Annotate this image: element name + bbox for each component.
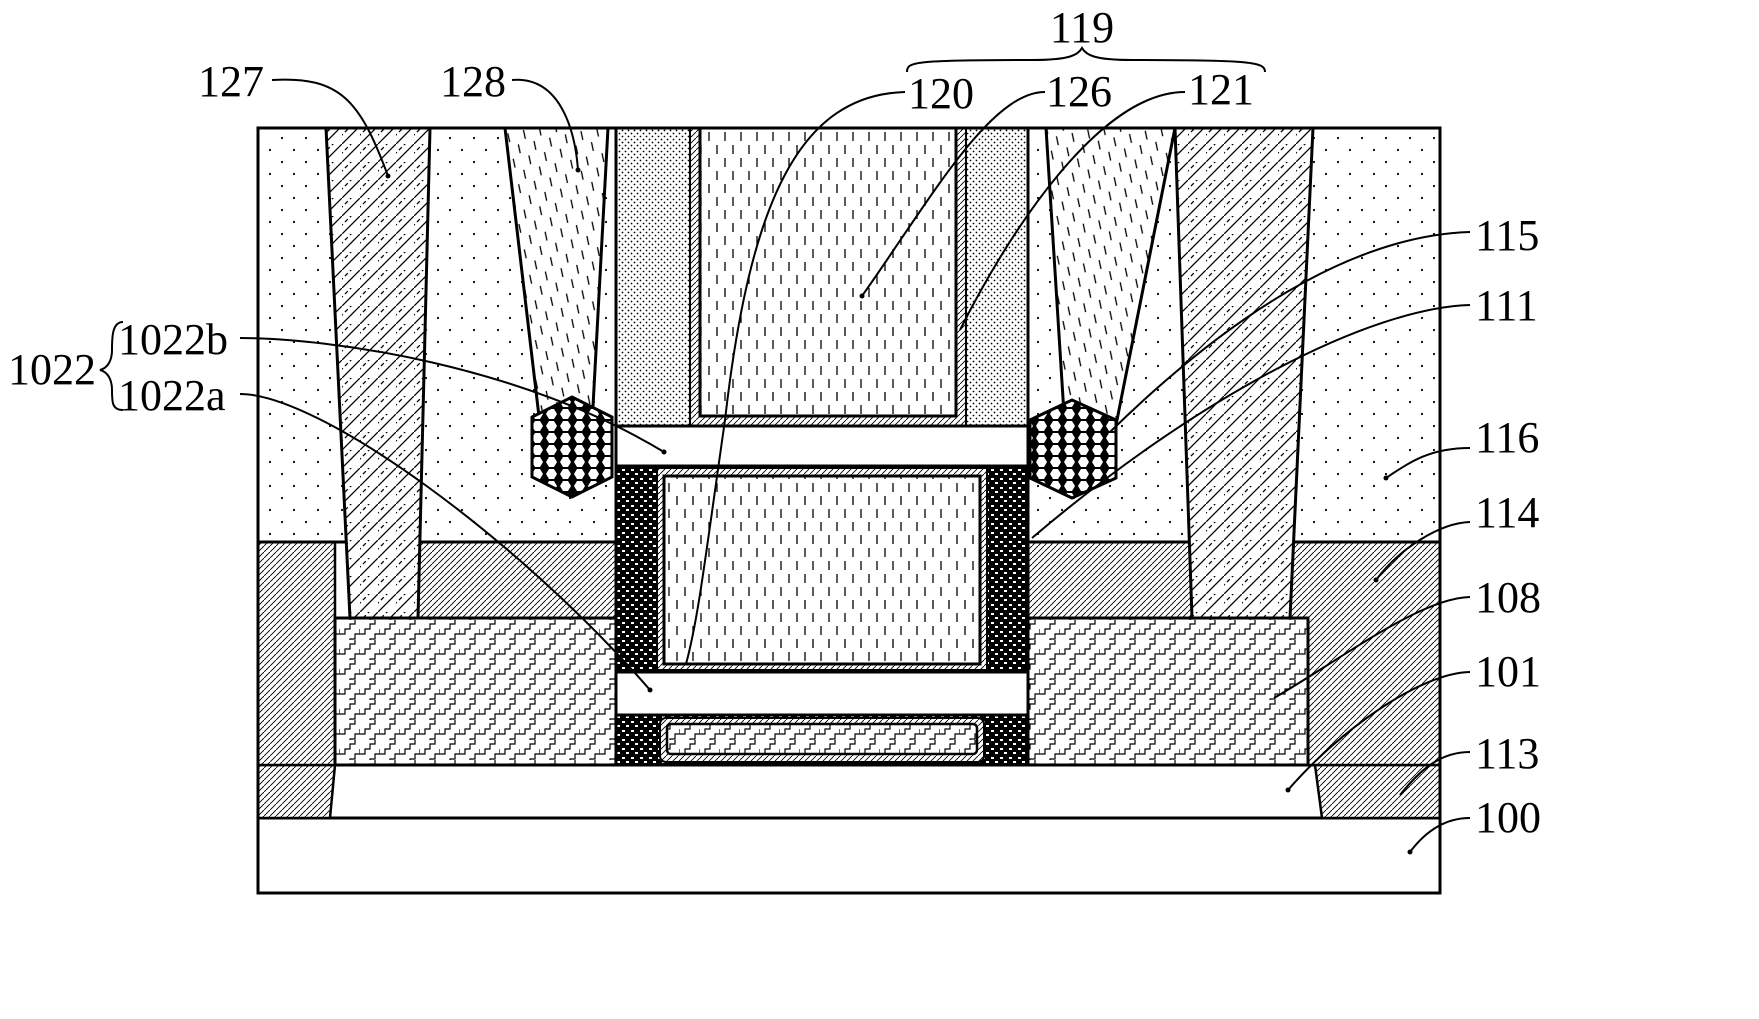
layer-101 — [256, 763, 1442, 820]
label-127: 127 — [198, 57, 264, 106]
source-drain-108-left — [333, 616, 618, 767]
label-100: 100 — [1475, 793, 1541, 842]
label-119: 119 — [1050, 3, 1114, 52]
label-101: 101 — [1475, 647, 1541, 696]
gate-middle — [662, 474, 982, 666]
label-1022b: 1022b — [118, 315, 228, 364]
label-113: 113 — [1475, 729, 1539, 778]
gate-bottom — [665, 722, 979, 756]
channel-1022a — [614, 670, 1030, 717]
layer-114-mid-left — [416, 540, 618, 620]
layer-114-mid-right — [1026, 540, 1195, 620]
contact-127-right — [1173, 126, 1315, 620]
label-114: 114 — [1475, 488, 1539, 537]
label-120: 120 — [908, 69, 974, 118]
layer-114-right — [1288, 540, 1442, 767]
isolation-113-left — [256, 763, 337, 820]
label-1022: 1022 — [8, 345, 96, 394]
label-111: 111 — [1475, 281, 1538, 330]
label-121: 121 — [1188, 65, 1254, 114]
silicide-115-right — [1028, 398, 1118, 500]
layer-100 — [256, 816, 1442, 895]
gate-120 — [698, 126, 958, 418]
leader-dots — [385, 167, 1413, 855]
label-126: 126 — [1046, 67, 1112, 116]
label-128: 128 — [440, 57, 506, 106]
label-1022a: 1022a — [118, 371, 226, 420]
layer-114-left — [256, 540, 337, 767]
contact-127-left — [324, 126, 432, 620]
frame — [256, 126, 1442, 895]
leader-lines — [99, 45, 1471, 853]
label-116: 116 — [1475, 413, 1539, 462]
label-115: 115 — [1475, 211, 1539, 260]
label-108: 108 — [1475, 573, 1541, 622]
source-drain-108-right — [1026, 616, 1310, 767]
channel-1022b — [614, 424, 1030, 468]
silicide-115-left — [530, 395, 614, 499]
